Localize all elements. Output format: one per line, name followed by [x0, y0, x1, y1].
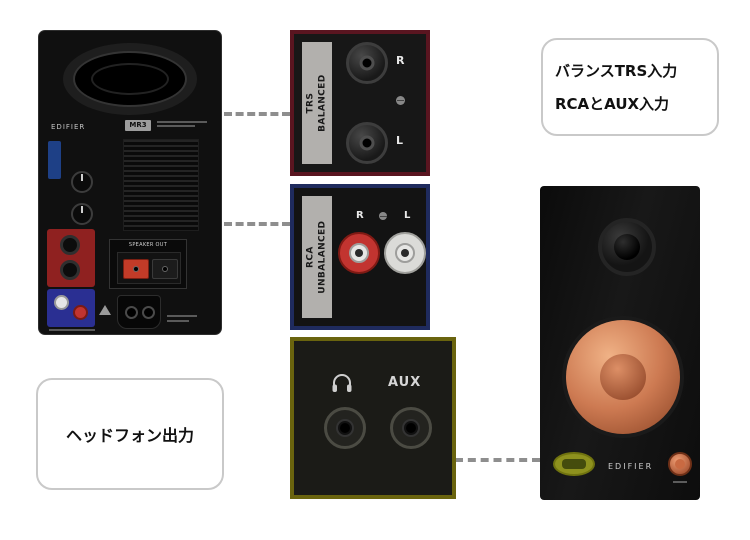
callout-connector-aux	[455, 458, 540, 462]
trs-label-strip: TRS BALANCED	[302, 42, 332, 164]
rca-label-line1: RCA	[305, 246, 316, 268]
fine-print-line	[49, 329, 95, 331]
tweeter	[598, 218, 656, 276]
rca-input-white	[54, 295, 69, 310]
rca-input-red	[73, 305, 88, 320]
annotation-headphone-text: ヘッドフォン出力	[65, 426, 194, 445]
trs-jack-l	[346, 122, 388, 164]
power-inlet	[117, 295, 161, 329]
bass-port-inner	[91, 63, 169, 95]
volume-knob-mark	[673, 481, 687, 483]
front-brand-label: EDIFIER	[608, 462, 654, 471]
rca-input-section	[47, 289, 95, 327]
front-speaker-image: EDIFIER	[540, 186, 700, 500]
volume-knob	[668, 452, 692, 476]
rca-jack-l-label: L	[404, 210, 411, 221]
rca-jack-r-label: R	[356, 210, 364, 221]
terminal-clip-black	[152, 259, 178, 279]
trs-jack-l-label: L	[396, 134, 404, 147]
annotation-bubble-headphone: ヘッドフォン出力	[36, 378, 224, 490]
warning-icon	[99, 305, 111, 315]
aux-jack	[390, 407, 432, 449]
power-pin-hole	[142, 306, 155, 319]
trs-input-jack-r	[60, 235, 80, 255]
bluetooth-strip	[48, 141, 61, 179]
green-badge	[553, 452, 595, 476]
back-speaker-image: EDIFIER MR3 SPEAKER OUT	[38, 30, 222, 335]
panel-screw	[379, 212, 387, 220]
back-brand-label: EDIFIER	[51, 123, 86, 131]
trs-label-line2: BALANCED	[318, 74, 329, 132]
fine-print-line	[157, 125, 195, 127]
trs-input-section	[47, 229, 95, 287]
headphone-jack	[324, 407, 366, 449]
rca-unbalanced-callout: RCA UNBALANCED R L	[290, 184, 430, 330]
headphone-icon	[330, 371, 354, 399]
trs-jack-r-label: R	[396, 54, 405, 67]
speaker-out-label: SPEAKER OUT	[128, 242, 168, 248]
headphone-aux-callout: AUX	[290, 337, 456, 499]
trs-input-jack-l	[60, 260, 80, 280]
callout-connector-rca	[224, 222, 290, 226]
fine-print-line	[167, 320, 189, 322]
speaker-out-block: SPEAKER OUT	[109, 239, 187, 289]
trs-jack-r	[346, 42, 388, 84]
rca-jack-red	[338, 232, 380, 274]
callout-connector-trs	[224, 112, 290, 116]
fine-print-line	[157, 121, 207, 123]
speaker-out-terminal	[117, 252, 181, 284]
trs-balanced-callout: TRS BALANCED R L	[290, 30, 430, 176]
trs-label-line1: TRS	[305, 92, 316, 114]
annotation-line-trs: バランスTRS入力	[555, 62, 678, 80]
panel-screw	[396, 96, 405, 105]
heatsink-ridges	[123, 139, 199, 231]
annotation-bubble-inputs: バランスTRS入力 RCAとAUX入力	[541, 38, 719, 136]
power-pin-hole	[125, 306, 138, 319]
rca-jack-white	[384, 232, 426, 274]
terminal-clip-red	[123, 259, 149, 279]
rca-label-line2: UNBALANCED	[318, 220, 328, 294]
annotation-line-rca-aux: RCAとAUX入力	[555, 95, 670, 113]
woofer	[566, 320, 680, 434]
aux-label: AUX	[388, 375, 422, 390]
rca-label-strip: RCA UNBALANCED	[302, 196, 332, 318]
back-model-badge: MR3	[125, 120, 151, 131]
lf-trim-knob	[71, 203, 93, 225]
hf-trim-knob	[71, 171, 93, 193]
fine-print-line	[167, 315, 197, 317]
